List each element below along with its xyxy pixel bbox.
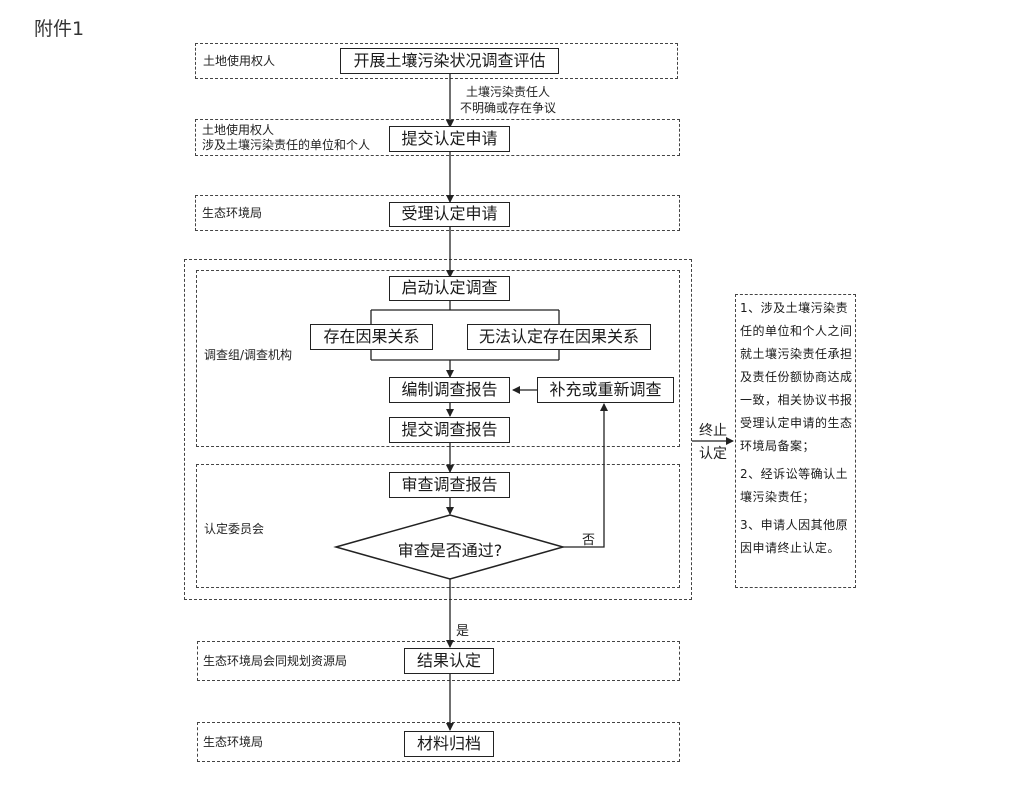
step-causal-exists: 存在因果关系 <box>310 324 433 350</box>
step-result: 结果认定 <box>404 648 494 674</box>
step-causal-unknown: 无法认定存在因果关系 <box>467 324 651 350</box>
outer-investigation-frame <box>184 259 692 600</box>
termination-rule-3: 3、申请人因其他原因申请终止认定。 <box>740 518 849 555</box>
decision-label: 审查是否通过? <box>397 541 503 560</box>
lane-applicant <box>195 119 680 156</box>
lane-eco-bureau-archive <box>197 722 680 762</box>
role-eco-planning: 生态环境局会同规划资源局 <box>203 654 348 668</box>
lane-eco-planning <box>197 641 680 681</box>
yes-label: 是 <box>456 624 470 639</box>
terminate-label-1: 终止 <box>699 423 727 439</box>
lane-eco-bureau <box>195 195 680 231</box>
step-survey: 开展土壤污染状况调查评估 <box>340 48 559 74</box>
step-accept-application: 受理认定申请 <box>389 202 510 227</box>
role-applicant-1: 土地使用权人 <box>202 123 275 137</box>
step-supplement: 补充或重新调查 <box>537 377 674 403</box>
step-archive: 材料归档 <box>404 731 494 757</box>
condition-label-1: 土壤污染责任人 <box>466 85 551 99</box>
attachment-label: 附件1 <box>34 18 85 40</box>
termination-rule-2: 2、经诉讼等确认土壤污染责任； <box>740 467 849 504</box>
step-submit-application: 提交认定申请 <box>389 126 510 152</box>
role-applicant-2: 涉及土壤污染责任的单位和个人 <box>202 138 371 152</box>
decision-diamond <box>333 514 566 580</box>
no-label: 否 <box>582 533 596 548</box>
termination-rules-box: 1、涉及土壤污染责任的单位和个人之间就土壤污染责任承担及责任份额协商达成一致，相… <box>735 294 856 588</box>
termination-rule-1: 1、涉及土壤污染责任的单位和个人之间就土壤污染责任承担及责任份额协商达成一致，相… <box>740 301 853 453</box>
terminate-label-2: 认定 <box>699 446 727 462</box>
role-eco-bureau-2: 生态环境局 <box>203 735 264 749</box>
condition-label-2: 不明确或存在争议 <box>460 101 557 115</box>
arrow-decision-no-to-supplement <box>563 403 608 548</box>
lane-investigation-group <box>196 270 680 447</box>
lane-land-user <box>195 43 678 79</box>
step-start-investigation: 启动认定调查 <box>389 276 510 301</box>
lane-committee <box>196 464 680 588</box>
role-investigation-group: 调查组/调查机构 <box>204 348 293 362</box>
role-eco-bureau: 生态环境局 <box>202 206 263 220</box>
role-committee: 认定委员会 <box>204 522 265 536</box>
step-submit-report: 提交调查报告 <box>389 417 510 443</box>
step-review-report: 审查调查报告 <box>389 472 510 498</box>
step-compile-report: 编制调查报告 <box>389 377 510 403</box>
role-land-user: 土地使用权人 <box>203 54 276 68</box>
